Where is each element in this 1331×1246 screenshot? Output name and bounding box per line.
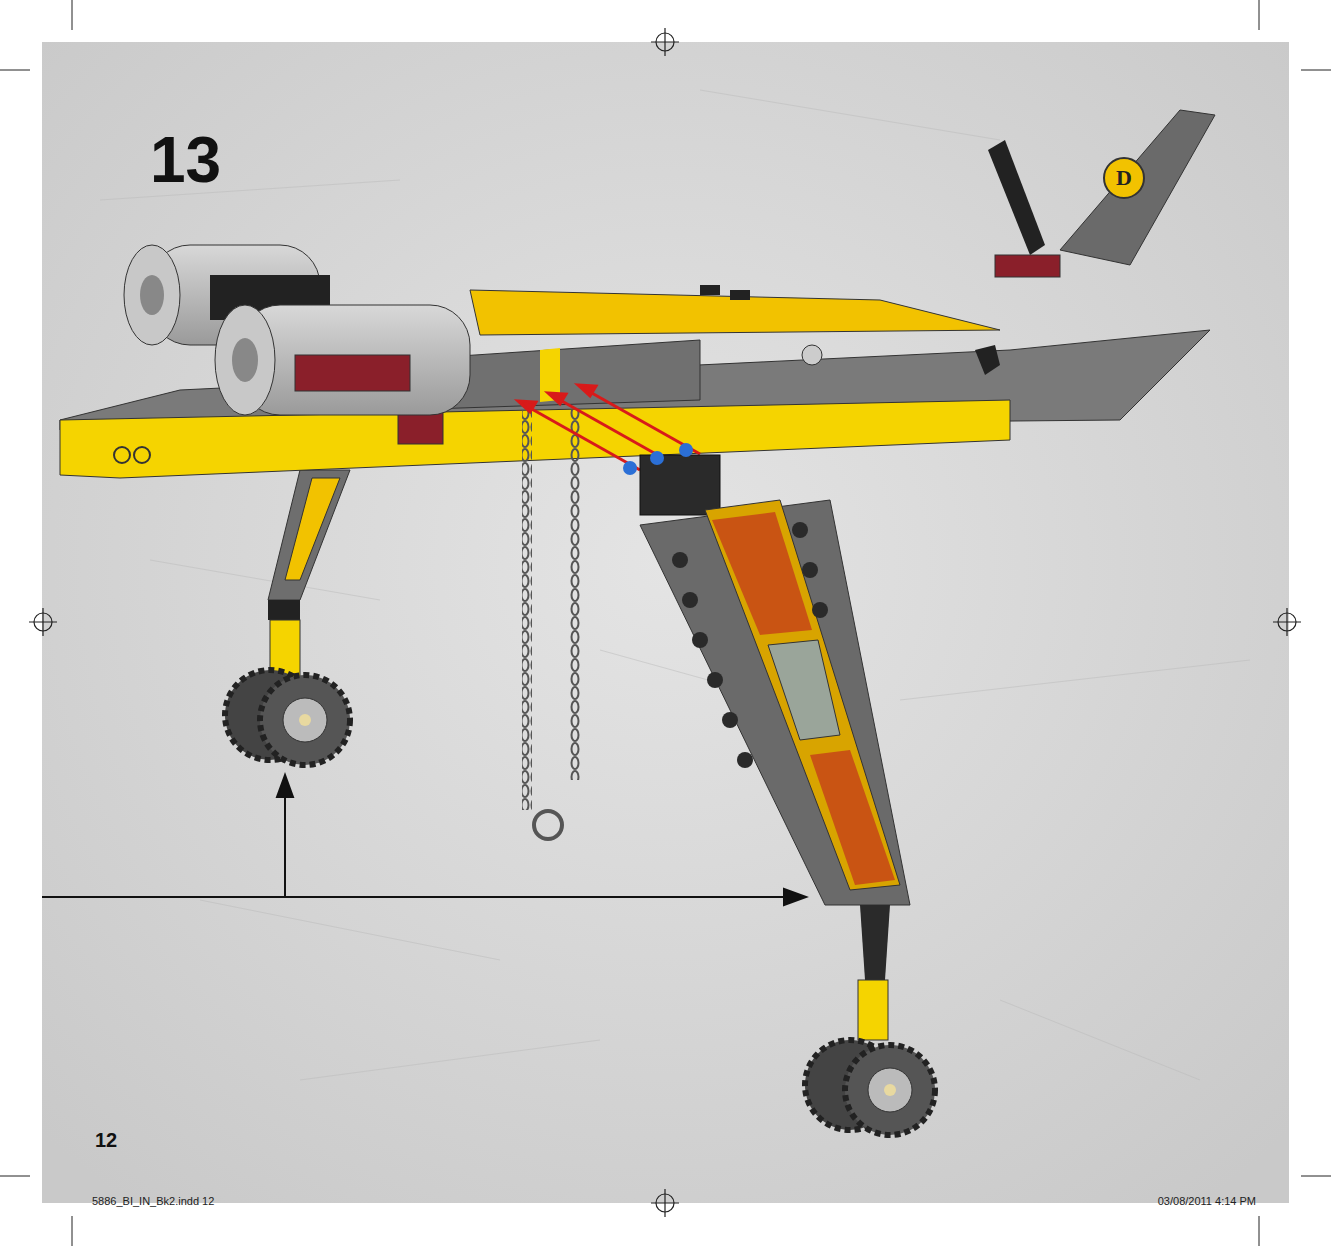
step-number: 13 [150, 128, 221, 192]
rear-landing-gear [623, 443, 935, 1135]
direction-arrows [42, 775, 806, 905]
tail-logo: D [1116, 167, 1132, 189]
page-background [42, 42, 1289, 1203]
scratch-texture [100, 90, 1250, 1080]
fuselage [60, 285, 1210, 478]
registration-marks [29, 28, 1301, 1217]
page-number: 12 [95, 1130, 117, 1150]
print-date: 03/08/2011 4:14 PM [1158, 1196, 1256, 1207]
chains [522, 410, 580, 839]
print-slug: 5886_BI_IN_Bk2.indd 12 [92, 1196, 214, 1207]
front-landing-gear [225, 470, 350, 765]
engines [124, 245, 470, 415]
tail [975, 110, 1215, 375]
